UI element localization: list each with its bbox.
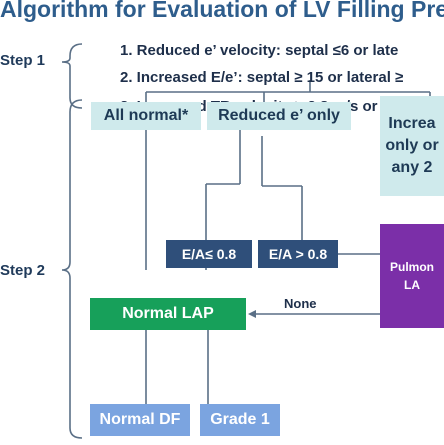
node-increased-line3: any 2 [391,159,433,176]
node-increased-line2: only or [385,137,439,154]
node-pulmonary-line2: LA [404,278,420,292]
none-label: None [284,296,317,311]
step1-label: Step 1 [0,52,46,69]
step1-brace [61,43,83,109]
node-increased: Increa only or any 2 [380,96,444,196]
node-grade-1: Grade 1 [200,404,280,436]
criterion-2: 2. Increased E/e’: septal ≥ 15 or latera… [120,69,404,86]
criterion-1: 1. Reduced e’ velocity: septal ≤6 or lat… [120,42,399,59]
node-ea-le-08: E/A≤ 0.8 [166,240,252,268]
node-increased-line1: Increa [388,115,436,132]
node-normal-df: Normal DF [90,404,190,436]
step2-brace [61,99,83,439]
node-pulmonary: Pulmon LA [380,224,444,328]
step2-label: Step 2 [0,262,46,279]
node-normal-lap: Normal LAP [90,298,246,330]
node-reduced-e-only: Reduced e’ only [207,102,351,130]
node-pulmonary-line1: Pulmon [390,260,434,274]
diagram-title: Algorithm for Evaluation of LV Filling P… [0,0,444,22]
node-all-normal: All normal* [91,102,201,130]
node-ea-gt-08: E/A > 0.8 [258,240,338,268]
